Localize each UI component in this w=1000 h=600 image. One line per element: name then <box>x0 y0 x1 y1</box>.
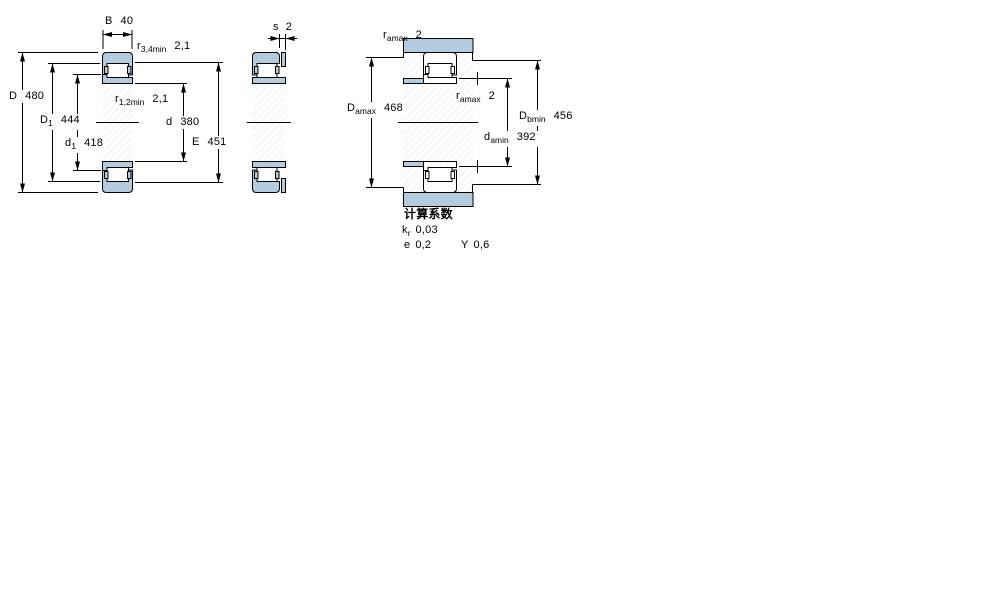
view1-cage-top-left <box>104 66 109 74</box>
view1-dimension-lines <box>18 30 223 193</box>
view1-outer-ring-top <box>102 52 133 76</box>
view2-cage-bottom-right <box>275 171 280 179</box>
view3-cage-top-right <box>450 66 455 74</box>
view3-inner-ring-bottom <box>423 161 457 171</box>
view1-cross-section <box>96 52 139 193</box>
view1-inner-ring-top <box>102 74 133 84</box>
view2-outer-ring-top <box>252 52 280 76</box>
view3-cage-bottom-right <box>450 171 455 179</box>
view2-dimension-lines <box>268 34 297 50</box>
view1-roller-top <box>106 63 129 78</box>
view2-flange-bottom <box>281 178 286 193</box>
view2-roller-top <box>256 63 278 78</box>
view1-cage-bottom-right <box>127 171 132 179</box>
view3-outer-ring-top <box>423 52 457 76</box>
view3-roller-top <box>427 63 453 78</box>
view1-inner-ring-bottom <box>102 161 133 171</box>
view2-cage-bottom-left <box>254 171 259 179</box>
calculation-factors-title: 计算系数 <box>404 207 453 221</box>
view2-inner-ring-bottom <box>252 161 286 168</box>
view3-housing-bottom <box>403 192 474 207</box>
view3-shaft-shoulder-bottom <box>403 161 424 167</box>
view2-outer-ring-bottom <box>252 169 280 193</box>
view2-flange-top <box>281 52 286 67</box>
view1-cage-top-right <box>127 66 132 74</box>
view3-outer-ring-bottom <box>423 169 457 193</box>
view3-cage-top-left <box>425 66 430 74</box>
view2-cage-top-left <box>254 66 259 74</box>
view2-side-section <box>247 52 291 193</box>
view2-cage-top-right <box>275 66 280 74</box>
view1-cage-bottom-left <box>104 171 109 179</box>
view3-inner-ring-top <box>423 74 457 84</box>
view1-outer-ring-bottom <box>102 169 133 193</box>
view1-roller-bottom <box>106 167 129 182</box>
view3-roller-bottom <box>427 167 453 182</box>
view2-inner-ring-top <box>252 77 286 84</box>
view3-mounting-section <box>398 38 478 207</box>
view3-shaft-shoulder-top <box>403 78 424 84</box>
view2-roller-bottom <box>256 167 278 182</box>
view3-dimension-lines <box>366 52 541 193</box>
view3-cage-bottom-left <box>425 171 430 179</box>
